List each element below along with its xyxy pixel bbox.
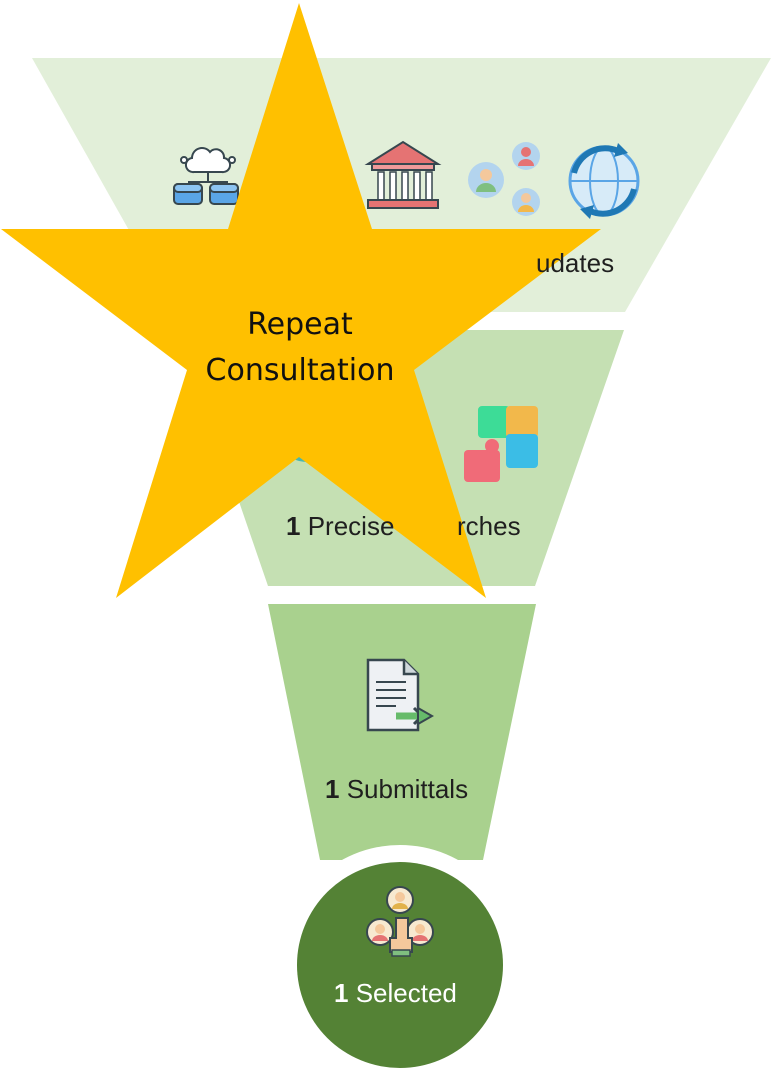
stage-3-count: 1 [325, 774, 340, 804]
funnel-stage-4 [297, 862, 503, 1068]
funnel-stage-3 [268, 604, 536, 860]
stage-2-label-tail: rches [457, 511, 521, 541]
stage-4-count: 1 [334, 978, 349, 1008]
stage-3-label: 1 Submittals [325, 774, 469, 804]
select-person-icon [366, 886, 434, 957]
star-callout-text: Repeat Consultation [160, 302, 440, 394]
network-people-icon [468, 142, 540, 216]
bank-building-icon [364, 140, 442, 209]
stage-1-label: udates [536, 248, 615, 278]
star-callout-line-2: Consultation [205, 353, 395, 388]
cloud-database-icon [173, 147, 239, 205]
stage-4-label: 1 Selected [334, 978, 457, 1008]
stage-2-count: 1 [286, 511, 301, 541]
stage-2-label: 1 Precise [286, 511, 395, 541]
globe-sync-icon [568, 143, 640, 219]
document-send-icon [366, 658, 435, 732]
puzzle-icon [464, 406, 538, 482]
star-callout-line-1: Repeat [247, 307, 353, 342]
repeat-consultation-star [1, 3, 601, 598]
